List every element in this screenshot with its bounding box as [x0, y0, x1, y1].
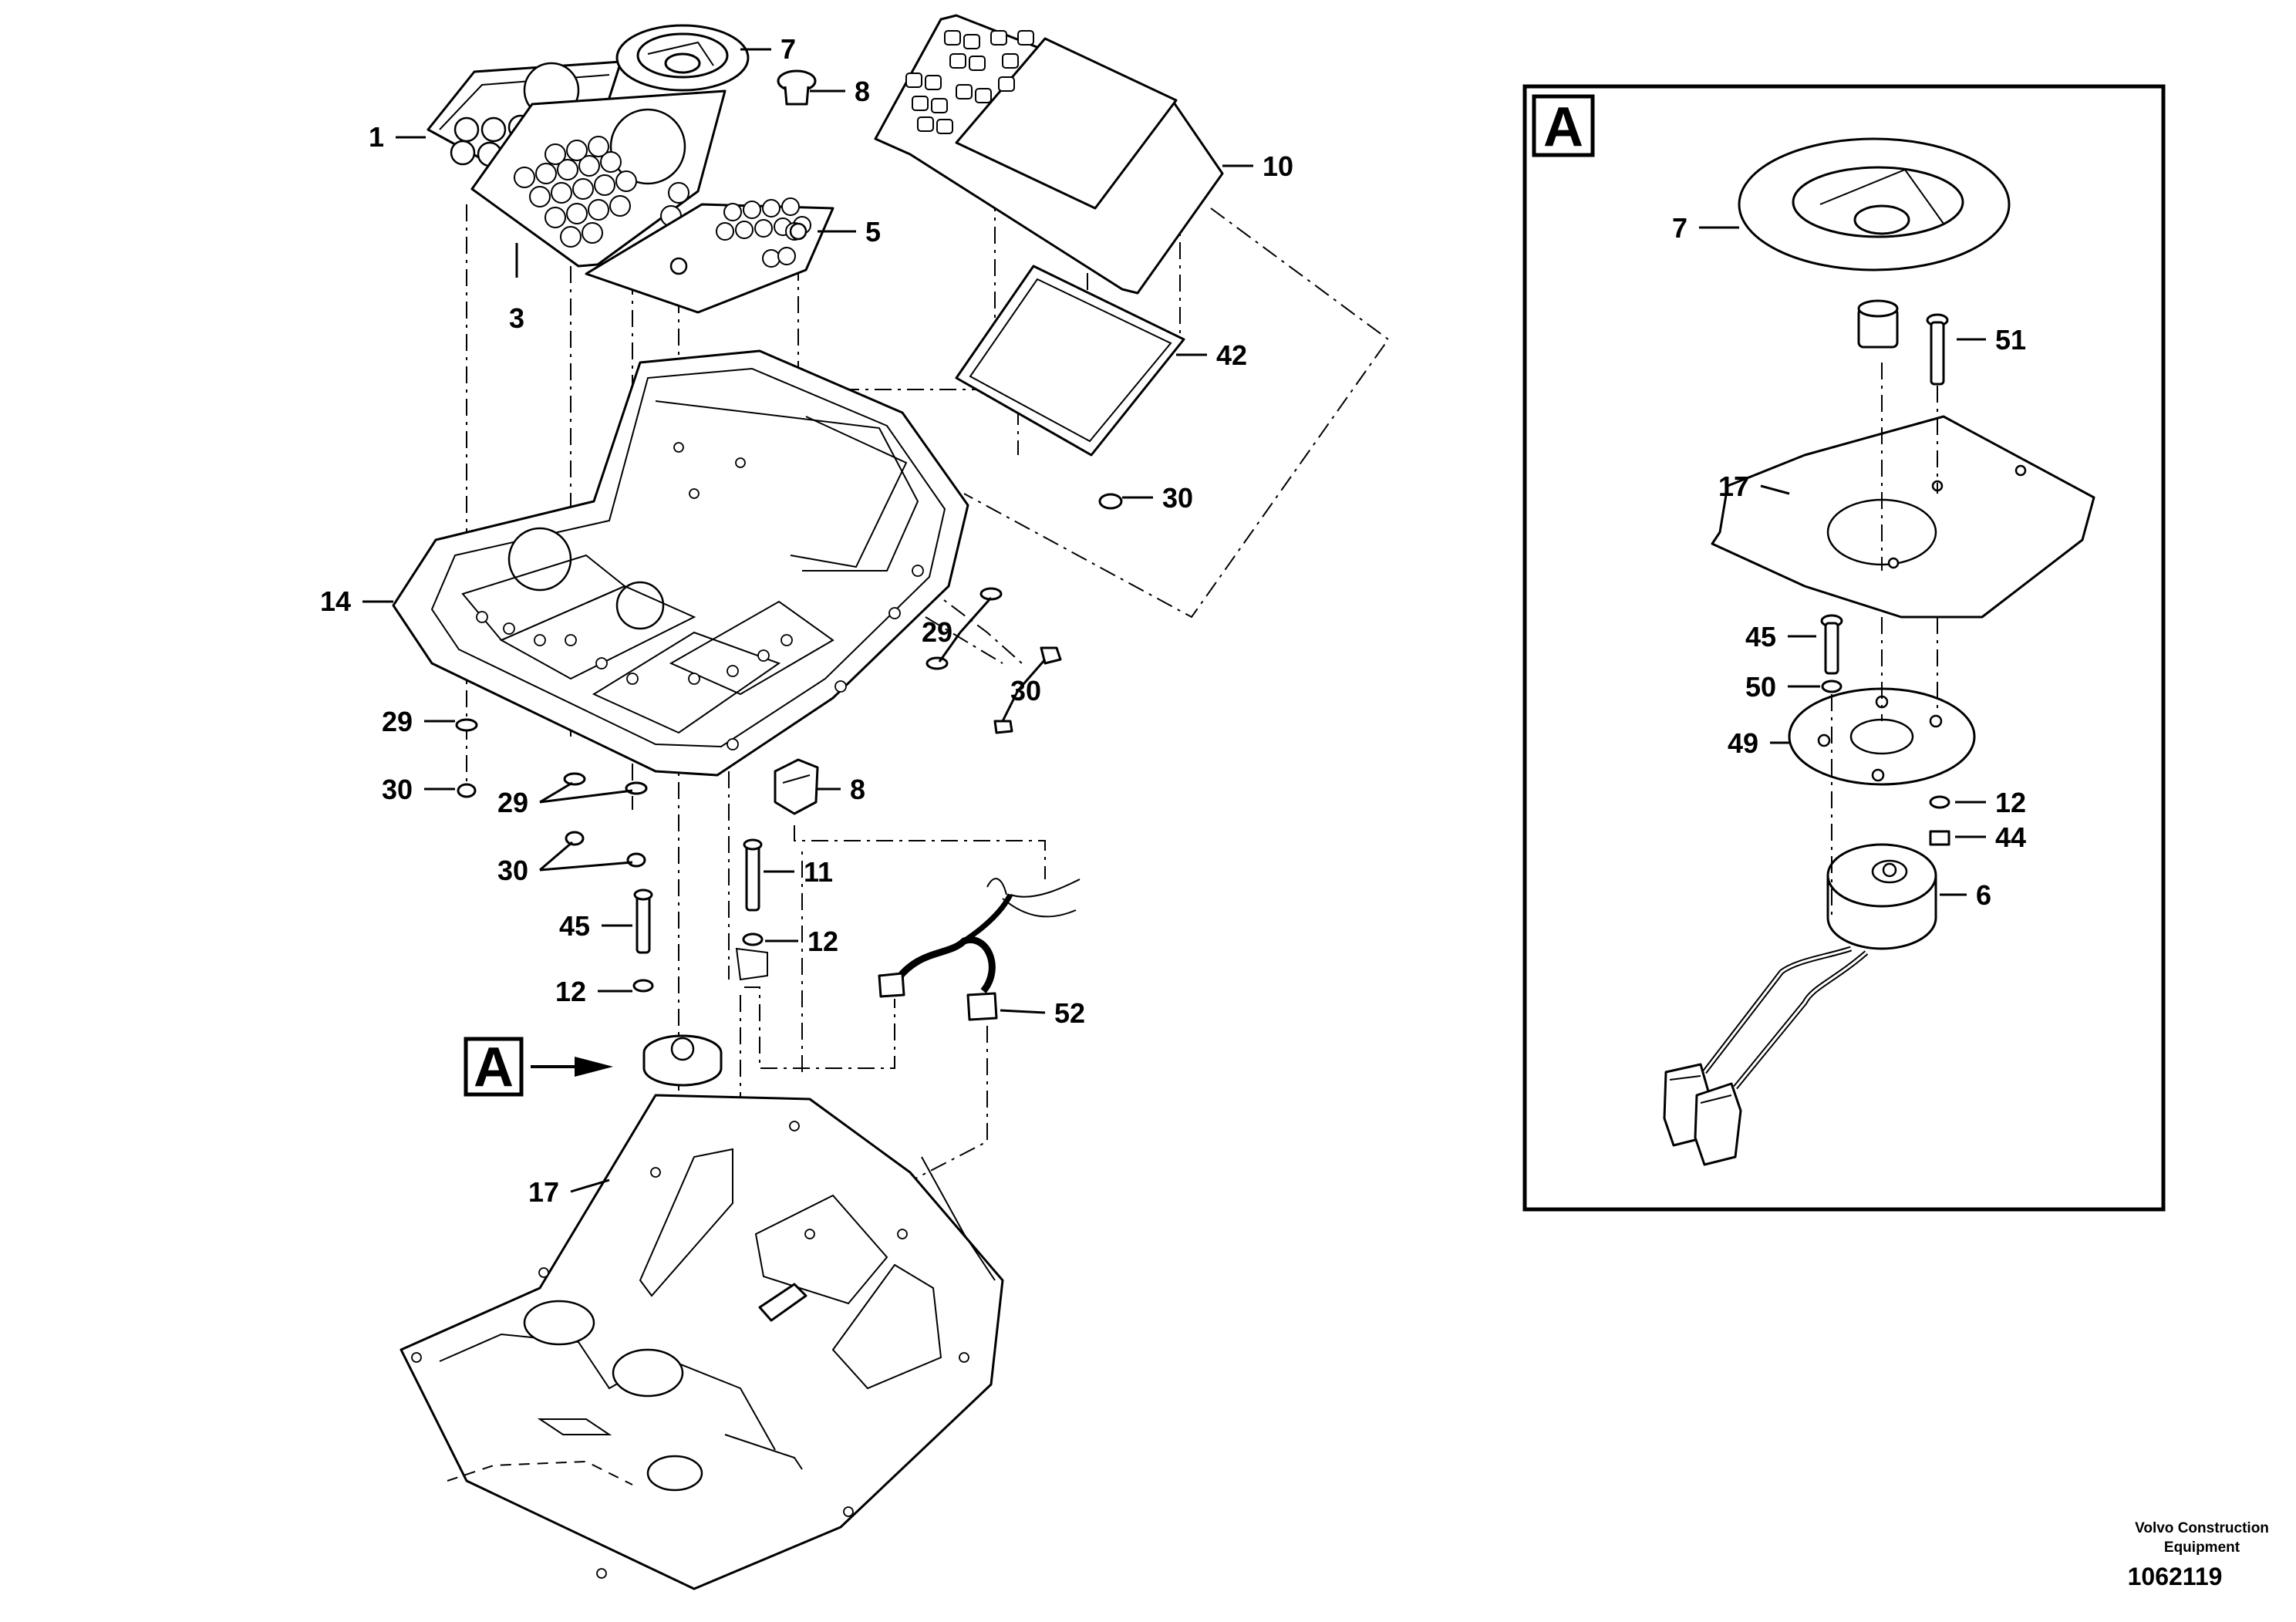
callout-10: 10	[1263, 150, 1293, 182]
callout-52: 52	[1054, 997, 1085, 1029]
detail-part-17-plate	[1711, 415, 2095, 619]
detail-part-12-44-fasteners	[1929, 795, 1950, 846]
callout-29-center: 29	[497, 787, 528, 818]
leader-lines	[362, 48, 1253, 1193]
detail-part-7-knob	[1738, 137, 2011, 349]
part-8-plug	[777, 69, 817, 106]
callout-8-top: 8	[855, 76, 870, 107]
footer-brand-line1: Volvo Construction	[2135, 1520, 2269, 1536]
callout-8-block: 8	[850, 774, 865, 805]
detail-callout-12: 12	[1995, 787, 2026, 818]
callout-numbers: 1 3 5 7 8 10 42 30 14 29 30 29 30 29 30 …	[320, 33, 1293, 1208]
detail-callout-17: 17	[1718, 470, 1749, 502]
footer-brand-line2: Equipment	[2164, 1539, 2240, 1556]
detail-callout-50: 50	[1745, 671, 1776, 703]
detail-assembly-lines	[1831, 363, 1938, 918]
detail-callout-49: 49	[1728, 727, 1758, 759]
detail-label: A	[1543, 96, 1583, 158]
callout-30-display: 30	[1162, 482, 1193, 514]
callout-45: 45	[559, 910, 590, 942]
detail-callout-numbers: 7 51 17 45 50 49 12 44 6	[1672, 212, 2026, 911]
part-42-screen	[955, 265, 1185, 457]
part-52-wiring-harness	[878, 878, 1081, 1021]
callout-30-right: 30	[1010, 675, 1041, 706]
detail-leader-lines	[1699, 226, 1986, 896]
callout-14: 14	[320, 585, 351, 617]
callout-3: 3	[509, 302, 524, 334]
callout-12-left: 12	[555, 976, 586, 1007]
screws	[632, 838, 768, 993]
part-5-plate	[585, 197, 834, 314]
detail-part-45-bolt	[1820, 614, 1843, 693]
footer-block: Volvo Construction Equipment 1062119	[2128, 1520, 2269, 1590]
callout-5: 5	[865, 216, 881, 248]
callout-30-center: 30	[497, 855, 528, 886]
detail-a-frame: A	[1522, 84, 2166, 1212]
detail-callout-6: 6	[1976, 879, 1991, 911]
part-7-knob	[615, 24, 750, 92]
drawing-number: 1062119	[2128, 1563, 2223, 1590]
callout-29-left: 29	[382, 706, 413, 737]
callout-1: 1	[369, 121, 384, 153]
detail-callout-51: 51	[1995, 324, 2026, 356]
detail-part-6-rotary-switch	[1663, 843, 1937, 1166]
part-14-console-frame	[392, 349, 969, 777]
detail-a-pointer: A	[464, 1037, 613, 1098]
part-10-display-housing	[874, 14, 1224, 295]
part-17-base-plate	[400, 1094, 1004, 1590]
callout-12-right: 12	[807, 926, 838, 957]
callout-42: 42	[1216, 339, 1247, 371]
callout-7: 7	[781, 33, 796, 65]
part-3-keypad-panel	[470, 89, 727, 268]
detail-callout-7: 7	[1672, 212, 1687, 244]
detail-part-49-flange	[1788, 687, 1976, 786]
callout-11: 11	[804, 856, 833, 888]
part-8-connector-block	[774, 758, 819, 815]
callout-29-right: 29	[922, 616, 952, 648]
detail-pointer-label: A	[474, 1037, 514, 1098]
part-6-rotary-switch	[642, 1034, 723, 1087]
detail-part-51-bolt	[1926, 313, 1949, 386]
detail-callout-44: 44	[1995, 821, 2026, 853]
callout-30-left: 30	[382, 774, 413, 805]
detail-callout-45: 45	[1745, 621, 1776, 653]
callout-17: 17	[528, 1176, 559, 1208]
